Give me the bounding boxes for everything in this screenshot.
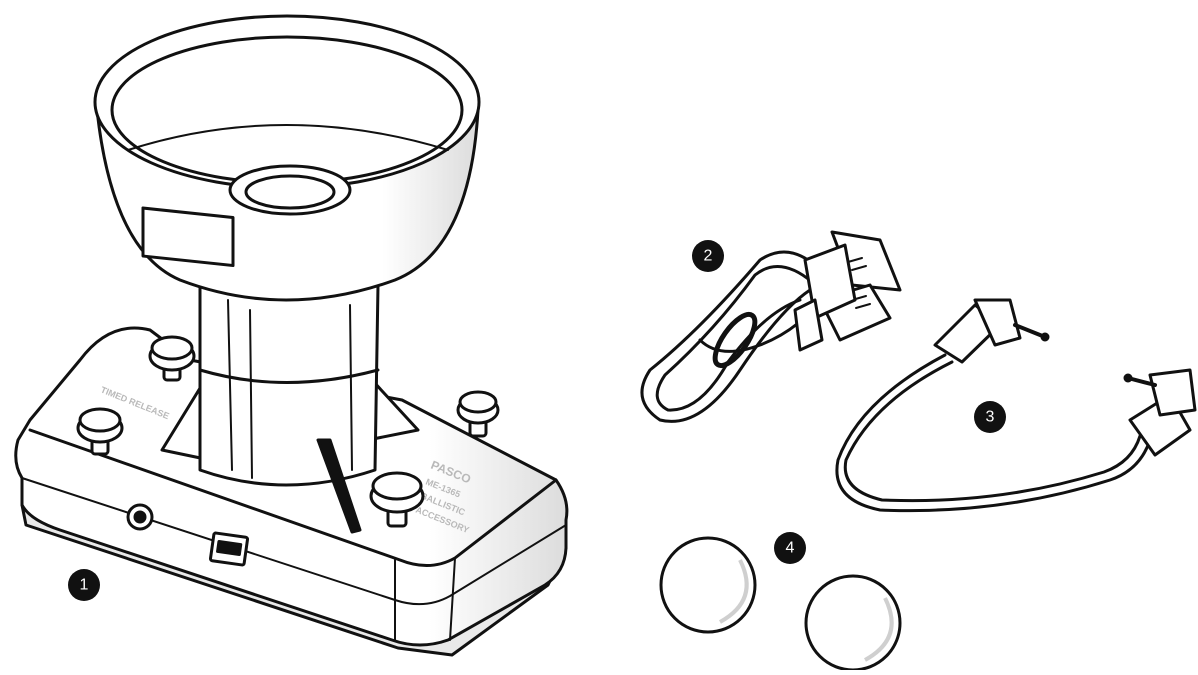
funnel-throat-inner: [246, 176, 334, 208]
callout-2: 2: [692, 240, 724, 272]
cable-coil-1: [642, 252, 820, 421]
callout-3: 3: [974, 401, 1006, 433]
callout-3-label: 3: [986, 409, 995, 426]
audio-plug-2: [1125, 370, 1195, 455]
knob-right: [458, 392, 498, 436]
funnel-label-plate: [143, 208, 233, 265]
ball-right: [806, 576, 900, 670]
audio-cable: [837, 300, 1195, 511]
ballistic-accessory-device: TIMED RELEASE PASCO ME-1365 BALLISTIC AC…: [16, 16, 567, 655]
ball-left: [661, 538, 755, 632]
usb-port-slot: [218, 542, 241, 555]
callout-2-label: 2: [704, 248, 713, 265]
audio-cable-wire: [837, 355, 1150, 511]
usb-cable: [642, 232, 900, 421]
audio-plug-1: [935, 300, 1048, 362]
cable-tie: [708, 309, 762, 372]
callout-1-label: 1: [80, 577, 89, 594]
funnel-rim-inner: [112, 37, 462, 183]
callout-4: 4: [774, 532, 806, 564]
audio-jack-hole: [135, 512, 145, 522]
callout-1: 1: [68, 569, 100, 601]
callout-4-label: 4: [786, 540, 795, 557]
